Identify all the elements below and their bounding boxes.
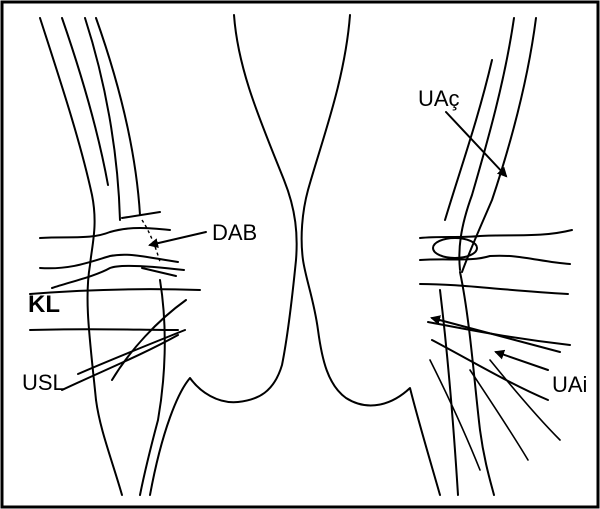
- left-vessels: [30, 18, 200, 495]
- uai-arrow: [496, 352, 548, 370]
- left-branch-kl-lower: [30, 329, 178, 330]
- label-uai: UAi: [552, 372, 587, 397]
- uai-secondary-arrow: [432, 318, 560, 352]
- label-usl: USL: [22, 370, 65, 395]
- left-vessel-mid: [62, 18, 108, 185]
- right-branch-lower: [420, 284, 568, 294]
- central-organ: [150, 15, 440, 495]
- label-kl: KL: [28, 291, 60, 318]
- left-lower-vessel-a: [96, 400, 122, 495]
- right-branch-upper: [420, 230, 572, 238]
- dab-arrow: [150, 232, 206, 245]
- right-vessel-mid: [462, 18, 536, 272]
- left-lower-vessel-b: [140, 280, 165, 495]
- label-dab: DAB: [212, 220, 257, 245]
- right-vessel-outer: [459, 18, 514, 270]
- left-dab-tick-top: [122, 212, 160, 218]
- label-uac: UAç: [418, 86, 460, 111]
- right-lower-vessel-e: [490, 360, 560, 440]
- right-branch-uai: [428, 322, 570, 345]
- organ-left-outline: [150, 15, 297, 495]
- left-branch-usl-c: [112, 300, 186, 380]
- right-vessel-inner: [445, 60, 492, 220]
- left-vessel-outer: [40, 18, 96, 400]
- left-branch-usl-b: [62, 335, 178, 390]
- left-branch-lower-a: [52, 266, 184, 288]
